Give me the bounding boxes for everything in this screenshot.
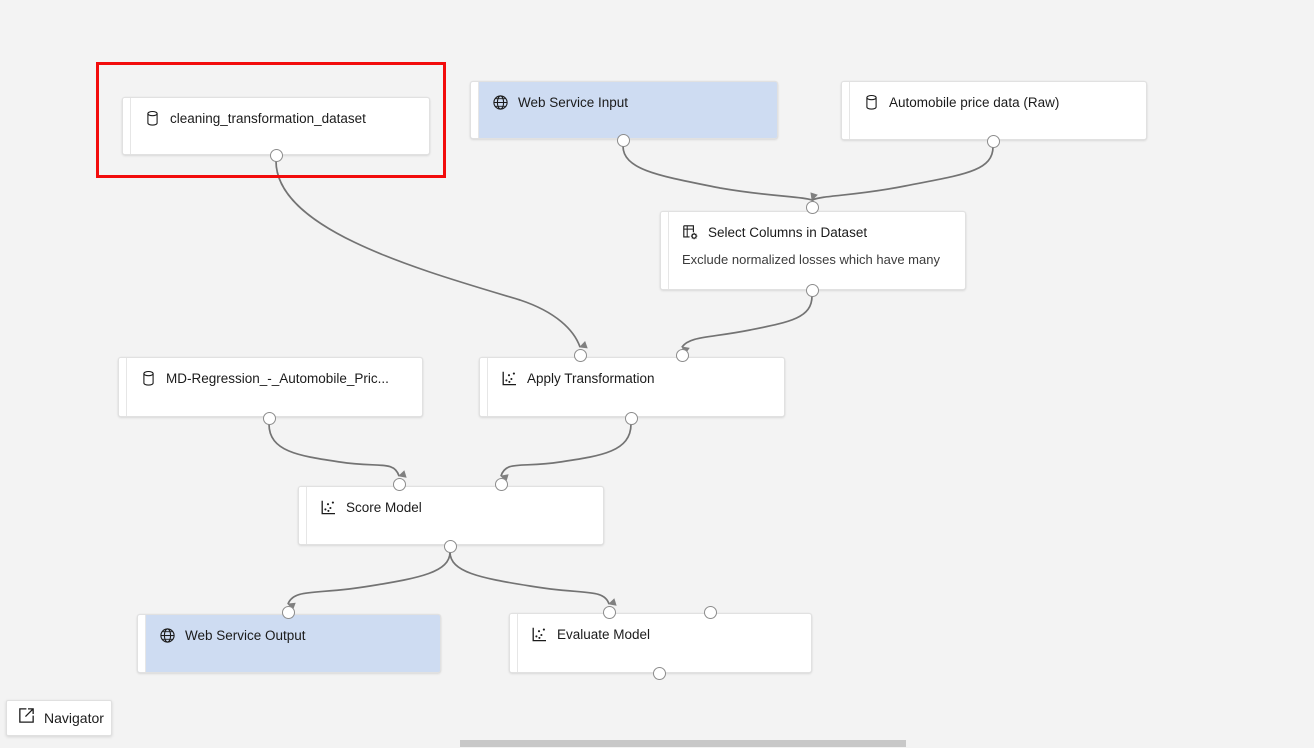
node-title-row: Apply Transformation [501, 370, 774, 387]
node-body: Web Service Input [479, 82, 777, 138]
node-accent-bar [480, 358, 488, 416]
port-output-select_columns_in_dataset[interactable] [805, 283, 819, 297]
node-title: Web Service Output [185, 628, 306, 643]
port-input-apply_transformation[interactable] [675, 348, 689, 362]
database-icon [144, 110, 161, 127]
node-evaluate_model[interactable]: Evaluate Model [509, 613, 812, 673]
scatter-chart-icon [320, 499, 337, 516]
edge-cleaning_transformation_dataset-to-apply_transformation[interactable] [275, 160, 588, 349]
node-apply_transformation[interactable]: Apply Transformation [479, 357, 785, 417]
navigator-button[interactable]: Navigator [6, 700, 112, 736]
scatter-chart-icon [501, 370, 518, 387]
node-title: Score Model [346, 500, 422, 515]
node-title-row: Select Columns in Dataset [682, 224, 955, 241]
node-score_model[interactable]: Score Model [298, 486, 604, 545]
navigator-label: Navigator [44, 710, 104, 726]
node-cleaning_transformation_dataset[interactable]: cleaning_transformation_dataset [122, 97, 430, 155]
node-web_service_input[interactable]: Web Service Input [470, 81, 778, 139]
node-title-row: MD-Regression_-_Automobile_Pric... [140, 370, 412, 387]
port-input-select_columns_in_dataset[interactable] [805, 200, 819, 214]
port-input-web_service_output[interactable] [281, 605, 295, 619]
database-icon [140, 370, 157, 387]
port-input-score_model[interactable] [494, 477, 508, 491]
node-title-row: Web Service Output [159, 627, 430, 644]
node-title: Automobile price data (Raw) [889, 95, 1060, 110]
edge-automobile_price_data_raw-to-select_columns_in_dataset[interactable] [811, 146, 994, 208]
node-title: Apply Transformation [527, 371, 655, 386]
node-title-row: Automobile price data (Raw) [863, 94, 1136, 111]
edge-md_regression_automobile_price-to-score_model[interactable] [268, 423, 407, 478]
globe-icon [492, 94, 509, 111]
node-title: cleaning_transformation_dataset [170, 111, 366, 126]
port-output-automobile_price_data_raw[interactable] [986, 134, 1000, 148]
node-title: MD-Regression_-_Automobile_Pric... [166, 371, 389, 386]
node-title-row: Evaluate Model [531, 626, 801, 643]
node-accent-bar [119, 358, 127, 416]
edge-web_service_input-to-select_columns_in_dataset[interactable] [622, 145, 818, 201]
port-input-evaluate_model[interactable] [602, 605, 616, 619]
edge-score_model-to-web_service_output[interactable] [287, 551, 451, 611]
globe-icon [159, 627, 176, 644]
port-output-score_model[interactable] [443, 539, 457, 553]
scatter-chart-icon [531, 626, 548, 643]
edge-apply_transformation-to-score_model[interactable] [500, 423, 632, 482]
horizontal-scrollbar-thumb[interactable] [460, 740, 906, 747]
table-gear-icon [682, 224, 699, 241]
node-body: Web Service Output [146, 615, 440, 672]
port-output-evaluate_model[interactable] [652, 666, 666, 680]
node-body: cleaning_transformation_dataset [131, 98, 429, 154]
node-automobile_price_data_raw[interactable]: Automobile price data (Raw) [841, 81, 1147, 140]
node-accent-bar [299, 487, 307, 544]
edge-select_columns_in_dataset-to-apply_transformation[interactable] [681, 295, 813, 355]
port-output-apply_transformation[interactable] [624, 411, 638, 425]
expand-arrow-icon [18, 707, 35, 729]
node-title-row: cleaning_transformation_dataset [144, 110, 419, 127]
node-md_regression_automobile_price[interactable]: MD-Regression_-_Automobile_Pric... [118, 357, 423, 417]
node-title-row: Score Model [320, 499, 593, 516]
node-accent-bar [842, 82, 850, 139]
node-subtitle: Exclude normalized losses which have man… [682, 252, 940, 267]
node-title: Evaluate Model [557, 627, 651, 642]
node-body: Evaluate Model [518, 614, 811, 672]
node-body: Apply Transformation [488, 358, 784, 416]
node-title: Select Columns in Dataset [708, 225, 868, 240]
node-accent-bar [661, 212, 669, 289]
selection-rectangle [96, 62, 446, 178]
node-title-row: Web Service Input [492, 94, 767, 111]
node-web_service_output[interactable]: Web Service Output [137, 614, 441, 673]
port-input-score_model[interactable] [392, 477, 406, 491]
horizontal-scrollbar-track[interactable] [0, 736, 1314, 748]
node-accent-bar [138, 615, 146, 672]
node-body: Automobile price data (Raw) [850, 82, 1146, 139]
node-accent-bar [123, 98, 131, 154]
port-output-md_regression_automobile_price[interactable] [262, 411, 276, 425]
port-input-evaluate_model[interactable] [703, 605, 717, 619]
database-icon [863, 94, 880, 111]
node-accent-bar [510, 614, 518, 672]
port-input-apply_transformation[interactable] [573, 348, 587, 362]
port-output-web_service_input[interactable] [616, 133, 630, 147]
node-title: Web Service Input [518, 95, 629, 110]
edge-score_model-to-evaluate_model[interactable] [449, 551, 617, 606]
node-body: Score Model [307, 487, 603, 544]
node-accent-bar [471, 82, 479, 138]
node-body: MD-Regression_-_Automobile_Pric... [127, 358, 422, 416]
